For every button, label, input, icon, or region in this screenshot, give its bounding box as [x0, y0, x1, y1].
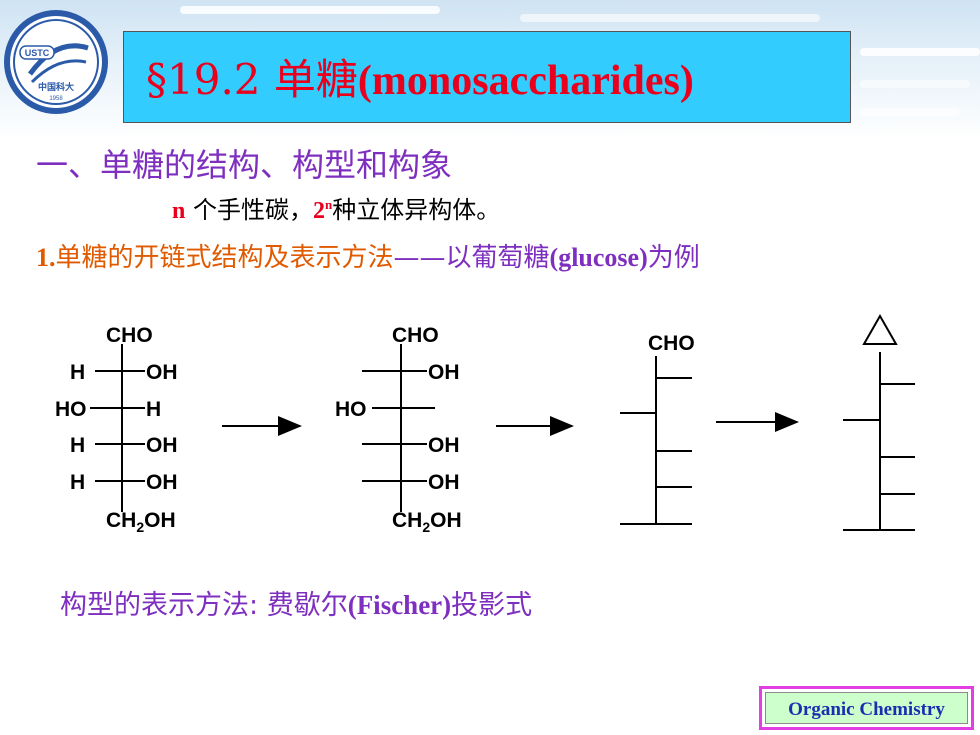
subheading-dash: ——: [393, 243, 446, 273]
s1-top: CHO: [106, 324, 153, 347]
footer-label: Organic Chemistry: [788, 699, 945, 720]
note-sup: n: [325, 197, 333, 212]
subheading-text3: 为例: [647, 243, 700, 273]
note-n: n: [172, 198, 186, 224]
note-text1: 个手性碳，: [193, 196, 313, 224]
page-title: §19.2 单糖(monosaccharides): [146, 46, 694, 107]
subheading-number: 1.: [36, 243, 56, 272]
subheading-text: 单糖的开链式结构及表示方法: [55, 243, 394, 273]
s1-r4-left: H: [70, 471, 85, 494]
s1-r4-right: OH: [146, 471, 178, 494]
note-two: 2: [313, 198, 325, 224]
section-heading: 一、单糖的结构、构型和构象: [36, 146, 453, 184]
glucose-structure-diagram: CHO H OH HO H H OH H OH CH2OH CHO OH HO …: [55, 313, 915, 535]
glucose-skeleton-cho: [620, 356, 692, 525]
subheading: 1.单糖的开链式结构及表示方法——以葡萄糖(glucose)为例: [36, 237, 700, 274]
s2-r4-right: OH: [428, 471, 460, 494]
s3-top: CHO: [648, 332, 695, 355]
title-chinese: 单糖: [273, 55, 358, 104]
s2-top: CHO: [392, 324, 439, 347]
s1-r3-left: H: [70, 434, 85, 457]
subheading-latin: (glucose): [549, 243, 648, 272]
s1-r2-left: HO: [55, 398, 87, 421]
s1-r1-right: OH: [146, 361, 178, 384]
glucose-fischer-full: [90, 344, 145, 512]
title-banner: §19.2 单糖(monosaccharides): [123, 31, 851, 123]
fischer-text: 构型的表示方法:: [60, 590, 259, 621]
course-footer-badge: Organic Chemistry: [759, 686, 974, 730]
stereoisomer-note: n 个手性碳，2n种立体异构体。: [172, 190, 500, 225]
s2-r1-right: OH: [428, 361, 460, 384]
university-logo: USTC 中国科大 1958: [2, 8, 110, 116]
fischer-tail: 投影式: [451, 590, 533, 621]
logo-subtitle: 中国科大: [38, 81, 74, 93]
glucose-skeleton-triangle: [843, 313, 915, 531]
s1-bottom: CH2OH: [106, 509, 176, 535]
logo-abbr: USTC: [25, 48, 50, 58]
fischer-cn: 费歇尔: [266, 590, 348, 621]
glucose-fischer-simplified: [362, 344, 435, 512]
s1-r2-right: H: [146, 398, 161, 421]
fischer-latin: (Fischer): [347, 590, 452, 620]
s2-r3-right: OH: [428, 434, 460, 457]
s2-bottom: CH2OH: [392, 509, 462, 535]
title-english: (monosaccharides): [357, 58, 694, 104]
s1-r3-right: OH: [146, 434, 178, 457]
s2-r2-left: HO: [335, 398, 367, 421]
fischer-projection-caption: 构型的表示方法: 费歇尔(Fischer)投影式: [60, 583, 532, 622]
logo-year: 1958: [49, 96, 63, 102]
title-section: §19.2: [146, 55, 261, 104]
s1-r1-left: H: [70, 361, 85, 384]
subheading-text2: 以葡萄糖: [445, 243, 550, 273]
note-text2: 种立体异构体。: [332, 196, 501, 224]
